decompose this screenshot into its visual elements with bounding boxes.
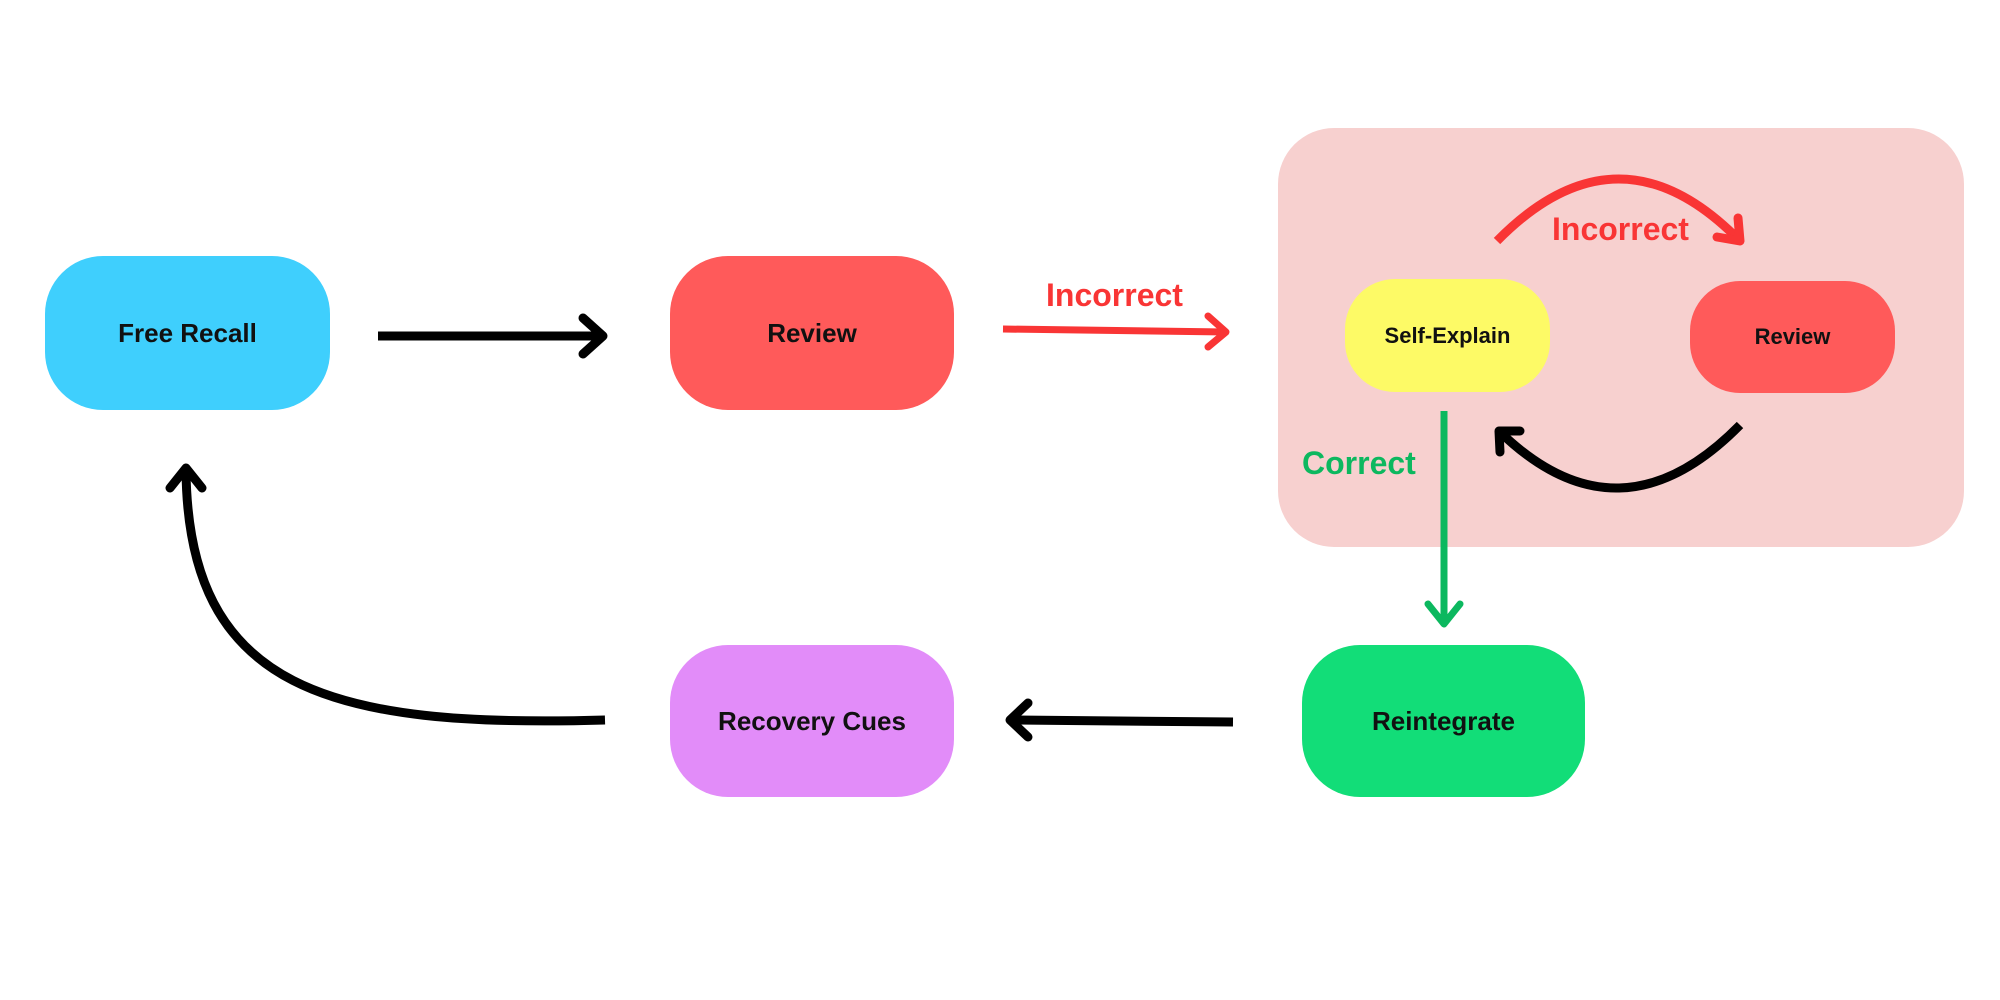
- node-review[interactable]: Review: [670, 256, 954, 410]
- edge-self-explain-to-reintegrate: [1424, 411, 1464, 628]
- arrowhead-icon: [1005, 698, 1033, 742]
- node-recovery-cues[interactable]: Recovery Cues: [670, 645, 954, 797]
- edge-label-incorrect-main: Incorrect: [1046, 277, 1183, 313]
- edge-label-correct: Correct: [1302, 445, 1416, 481]
- edge-recovery-cues-to-free-recall: [165, 463, 606, 726]
- node-self-explain-label: Self-Explain: [1384, 322, 1511, 348]
- edge-self-explain-to-review-loop: [1493, 174, 1745, 246]
- node-review-loop[interactable]: Review: [1690, 281, 1895, 393]
- edge-reintegrate-to-recovery-cues: [1005, 698, 1234, 742]
- edge-review-to-self-explain: [1002, 312, 1230, 351]
- node-review-label: Review: [767, 317, 857, 348]
- node-reintegrate-label: Reintegrate: [1371, 705, 1516, 736]
- node-recovery-cues-label: Recovery Cues: [718, 705, 906, 736]
- arrowhead-icon: [578, 313, 608, 359]
- node-free-recall[interactable]: Free Recall: [45, 256, 330, 410]
- edge-review-loop-to-self-explain: [1494, 421, 1744, 493]
- node-review-loop-label: Review: [1754, 324, 1831, 349]
- arrowhead-icon: [1712, 213, 1745, 246]
- arrowhead-icon: [1494, 426, 1525, 457]
- node-self-explain[interactable]: Self-Explain: [1345, 279, 1550, 392]
- edge-free-recall-to-review: [378, 313, 608, 359]
- arrowhead-icon: [165, 463, 207, 493]
- arrowhead-icon: [1424, 600, 1464, 628]
- node-reintegrate[interactable]: Reintegrate: [1302, 645, 1585, 797]
- node-free-recall-label: Free Recall: [118, 317, 257, 348]
- edge-label-incorrect-loop: Incorrect: [1552, 211, 1689, 247]
- arrowhead-icon: [1204, 312, 1230, 351]
